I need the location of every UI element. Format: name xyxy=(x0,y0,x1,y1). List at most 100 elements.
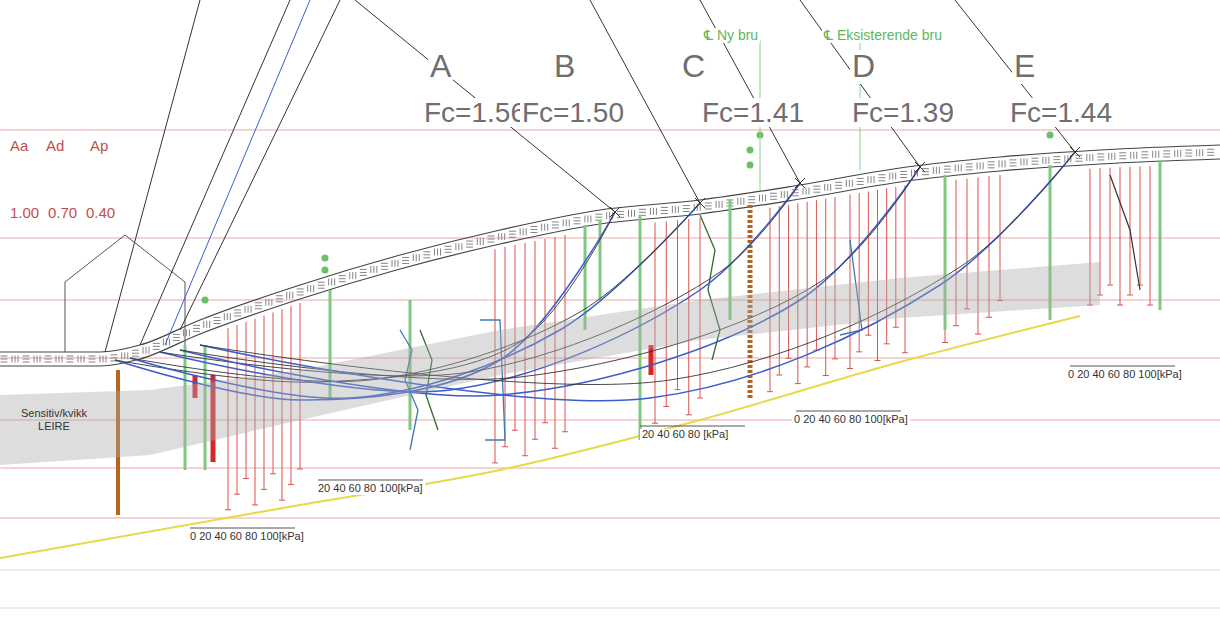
hatch-mark xyxy=(40,356,41,363)
sounding-end xyxy=(243,478,249,479)
axis-label: 20 40 60 80 [kPa] xyxy=(640,429,730,441)
sounding-end xyxy=(502,446,508,447)
hatch-mark xyxy=(830,184,831,191)
hatch-mark xyxy=(62,356,63,363)
hatch-mark xyxy=(102,355,103,362)
hatch-mark xyxy=(1,359,8,360)
hatch-mark xyxy=(466,244,473,245)
hatch-mark xyxy=(813,189,820,190)
hatch-mark xyxy=(574,220,581,221)
hatch-mark xyxy=(487,242,494,243)
factor-value: 1.00 xyxy=(8,205,41,221)
hatch-mark xyxy=(983,162,984,169)
sample-bar xyxy=(649,345,654,375)
hatch-mark xyxy=(569,219,570,226)
hatch-mark xyxy=(23,362,30,363)
hatch-mark xyxy=(1152,151,1153,158)
hatch-mark xyxy=(1009,165,1016,166)
sounding-end xyxy=(1127,295,1133,296)
axis-label: 0 20 40 60 80 100[kPa] xyxy=(188,531,306,543)
borehole-dot xyxy=(322,267,329,274)
hatch-mark xyxy=(78,356,79,363)
sounding-end xyxy=(663,406,669,407)
hatch-mark xyxy=(849,180,850,187)
hatch-mark xyxy=(1064,155,1065,162)
hatch-mark xyxy=(922,174,929,175)
hatch-mark xyxy=(81,356,82,363)
sounding-end xyxy=(893,327,899,328)
sounding-end xyxy=(675,389,681,390)
hatch-mark xyxy=(1092,154,1093,161)
hatch-mark xyxy=(1002,160,1003,167)
hatch-mark xyxy=(501,233,502,240)
hatch-mark xyxy=(466,241,473,242)
sounding-end xyxy=(542,422,548,423)
clay-band: Sensitiv/kvikk LEIRE xyxy=(0,255,1110,470)
hatch-mark xyxy=(1207,152,1214,153)
hatch-mark xyxy=(227,313,228,320)
hatch-mark xyxy=(360,269,367,270)
hatch-mark xyxy=(34,356,35,363)
hatch-mark xyxy=(871,176,872,183)
hatch-mark xyxy=(1185,153,1192,154)
hatch-mark xyxy=(458,243,459,250)
leader-line xyxy=(955,0,1075,152)
hatch-mark xyxy=(271,299,272,306)
hatch-mark xyxy=(700,204,701,211)
hatch-mark xyxy=(480,238,481,245)
hatch-mark xyxy=(889,173,890,180)
hatch-mark xyxy=(328,278,329,285)
hatch-mark xyxy=(1141,151,1148,152)
hatch-mark xyxy=(276,295,283,296)
hatch-mark xyxy=(936,167,937,174)
axis-label: 20 40 60 80 100[kPa] xyxy=(316,483,425,495)
hatch-mark xyxy=(230,313,231,320)
hatch-mark xyxy=(360,272,367,273)
hatch-mark xyxy=(878,174,885,175)
hatch-mark xyxy=(634,210,635,217)
hatch-mark xyxy=(1053,159,1060,160)
grid-line xyxy=(0,570,1220,571)
hatch-mark xyxy=(1202,149,1203,156)
hatch-mark xyxy=(234,312,241,313)
hatch-mark xyxy=(590,215,591,222)
sounding-end xyxy=(512,430,518,431)
safety-factor: Fc=1.56 xyxy=(422,98,528,127)
hatch-mark xyxy=(988,167,995,168)
grid-line xyxy=(0,130,1220,131)
hatch-mark xyxy=(504,233,505,240)
hatch-mark xyxy=(245,306,246,313)
leader-line xyxy=(700,0,800,183)
hatch-mark xyxy=(1207,149,1214,150)
hatch-mark xyxy=(705,208,712,209)
hatch-mark xyxy=(1158,151,1159,158)
sounding-end xyxy=(297,469,303,470)
hatch-mark xyxy=(153,346,160,347)
hatch-mark xyxy=(121,352,122,359)
hatch-mark xyxy=(206,321,207,328)
hatch-mark xyxy=(214,323,221,324)
hatch-mark xyxy=(683,211,690,212)
hatch-mark xyxy=(806,188,807,195)
hatch-mark xyxy=(770,196,777,197)
borehole-dot xyxy=(1047,132,1054,139)
hatch-mark xyxy=(835,185,842,186)
hatch-mark xyxy=(423,257,430,258)
profile-letter: D xyxy=(850,50,877,84)
hatch-mark xyxy=(132,350,139,351)
hatch-mark xyxy=(661,210,668,211)
hatch-mark xyxy=(289,292,290,299)
hatch-mark xyxy=(509,237,516,238)
hatch-mark xyxy=(297,288,304,289)
hatch-mark xyxy=(1180,150,1181,157)
hatch-mark xyxy=(530,226,537,227)
hatch-mark xyxy=(835,182,842,183)
hatch-mark xyxy=(1133,152,1134,159)
hatch-mark xyxy=(722,201,723,208)
sounding-end xyxy=(823,375,829,376)
hatch-mark xyxy=(672,206,673,213)
hatch-mark xyxy=(313,285,314,292)
hatch-mark xyxy=(835,188,842,189)
hatch-mark xyxy=(1119,158,1126,159)
hatch-mark xyxy=(787,191,788,198)
